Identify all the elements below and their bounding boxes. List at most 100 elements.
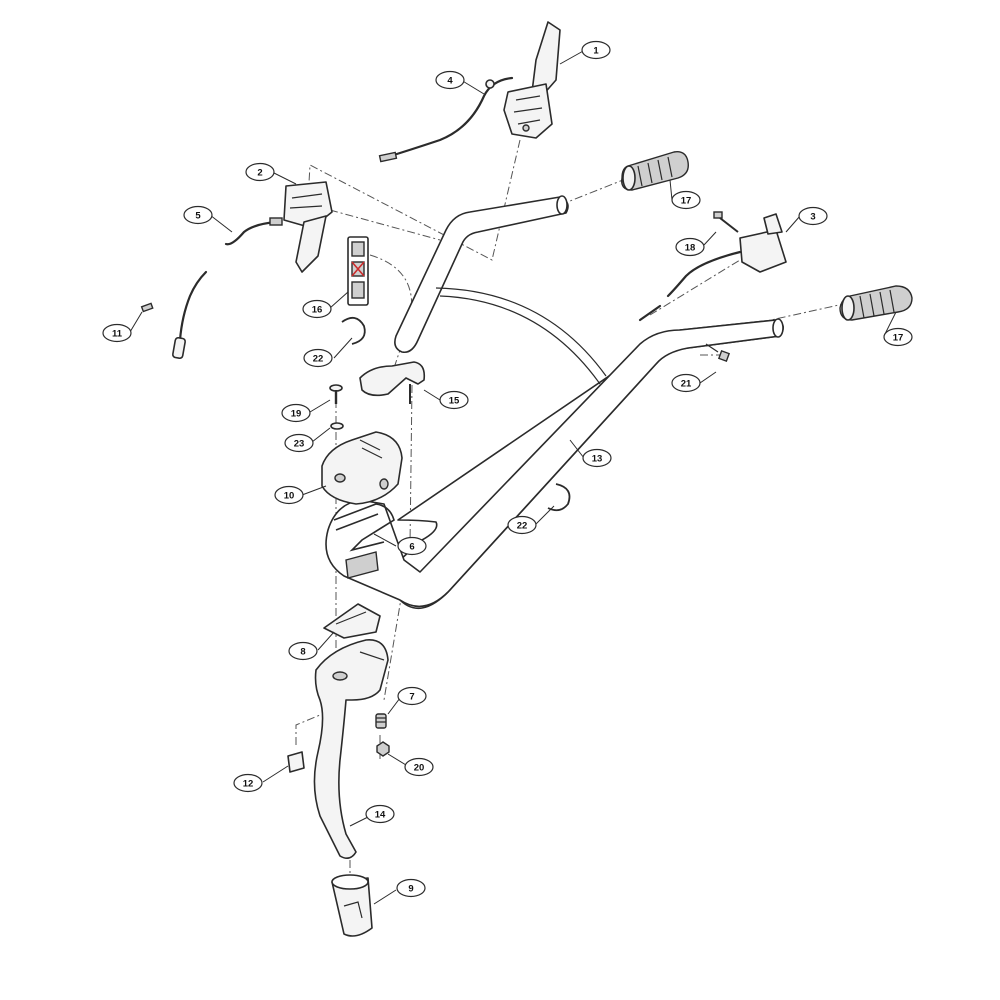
- callout-oval: [507, 515, 537, 535]
- callout-label: 20: [414, 762, 425, 773]
- callout-2: 2: [245, 162, 275, 182]
- control-lever-1: [503, 21, 561, 139]
- leader-lines: [129, 49, 897, 905]
- callout-1: 1: [581, 40, 611, 60]
- callout-12: 12: [233, 773, 263, 793]
- plate-8: [323, 603, 381, 639]
- callout-20: 20: [404, 757, 434, 777]
- callout-label: 13: [592, 453, 603, 464]
- callout-label: 21: [681, 378, 692, 389]
- callout-17: 17: [671, 190, 701, 210]
- callout-11: 11: [102, 323, 132, 343]
- grip-17-upper: [621, 151, 689, 191]
- callout-oval: [671, 190, 701, 210]
- callout-oval: [439, 390, 469, 410]
- callout-label: 14: [375, 809, 386, 820]
- callout-4: 4: [435, 70, 465, 90]
- callout-label: 17: [893, 332, 904, 343]
- callout-oval: [284, 433, 314, 453]
- control-lever-2: [283, 181, 333, 273]
- callout-label: 8: [300, 646, 305, 657]
- callout-5: 5: [183, 205, 213, 225]
- callout-23: 23: [284, 433, 314, 453]
- callout-13: 13: [582, 448, 612, 468]
- clip-11: [140, 302, 154, 313]
- callout-8: 8: [288, 641, 318, 661]
- callout-19: 19: [281, 403, 311, 423]
- callout-oval: [671, 373, 701, 393]
- callout-oval: [183, 205, 213, 225]
- bolt-19: [329, 384, 343, 404]
- throttle-3: [638, 213, 787, 322]
- mount-arm-14: [313, 639, 389, 860]
- cable-5: [172, 217, 283, 360]
- spring-7: [375, 713, 387, 729]
- callout-16: 16: [302, 299, 332, 319]
- housing-cover-10: [321, 431, 403, 505]
- callout-label: 2: [257, 167, 262, 178]
- callout-17: 17: [883, 327, 913, 347]
- spring-clip-6: [333, 503, 395, 552]
- callout-15: 15: [439, 390, 469, 410]
- screw-18: [713, 211, 739, 233]
- callout-oval: [302, 299, 332, 319]
- callout-label: 11: [112, 328, 123, 339]
- sleeve-9: [331, 874, 373, 937]
- callout-label: 15: [449, 395, 460, 406]
- nut-20: [376, 741, 390, 757]
- callout-oval: [397, 686, 427, 706]
- washer-23: [330, 422, 344, 430]
- callout-label: 4: [447, 75, 453, 86]
- callout-label: 6: [409, 541, 414, 552]
- callout-label: 10: [284, 490, 295, 501]
- callout-label: 17: [681, 195, 692, 206]
- callout-label: 5: [195, 210, 201, 221]
- callout-label: 23: [294, 438, 305, 449]
- callout-label: 16: [312, 304, 323, 315]
- handlebar-block: [345, 551, 379, 579]
- callout-7: 7: [397, 686, 427, 706]
- circlip-22-lower: [547, 483, 571, 512]
- callout-oval: [404, 757, 434, 777]
- callout-22: 22: [507, 515, 537, 535]
- callout-label: 7: [409, 691, 414, 702]
- callout-oval: [281, 403, 311, 423]
- callout-oval: [274, 485, 304, 505]
- callout-oval: [303, 348, 333, 368]
- callout-label: 12: [243, 778, 254, 789]
- callout-10: 10: [274, 485, 304, 505]
- callout-label: 22: [313, 353, 324, 364]
- callout-oval: [288, 641, 318, 661]
- callout-oval: [102, 323, 132, 343]
- callout-6: 6: [397, 536, 427, 556]
- callout-oval: [675, 237, 705, 257]
- grip-17-lower: [839, 285, 913, 321]
- callout-label: 3: [810, 211, 815, 222]
- handlebar-tube: [325, 195, 784, 610]
- circlip-22-upper: [341, 316, 366, 345]
- callout-21: 21: [671, 373, 701, 393]
- callout-label: 1: [593, 45, 599, 56]
- callout-oval: [581, 40, 611, 60]
- clamp-15: [359, 361, 426, 404]
- callout-oval: [245, 162, 275, 182]
- callout-oval: [233, 773, 263, 793]
- callout-oval: [396, 878, 426, 898]
- callout-22: 22: [303, 348, 333, 368]
- callout-oval: [798, 206, 828, 226]
- callout-18: 18: [675, 237, 705, 257]
- callout-bubbles: 1234567891011121314151617171819202122222…: [102, 40, 913, 898]
- callout-label: 19: [291, 408, 302, 419]
- callout-oval: [582, 448, 612, 468]
- warning-label-16: [347, 236, 369, 306]
- cable-4: [378, 76, 514, 163]
- callout-oval: [435, 70, 465, 90]
- callout-label: 18: [685, 242, 696, 253]
- callout-oval: [397, 536, 427, 556]
- callout-9: 9: [396, 878, 426, 898]
- cap-nut-12: [287, 751, 305, 773]
- callout-label: 9: [408, 883, 413, 894]
- callout-3: 3: [798, 206, 828, 226]
